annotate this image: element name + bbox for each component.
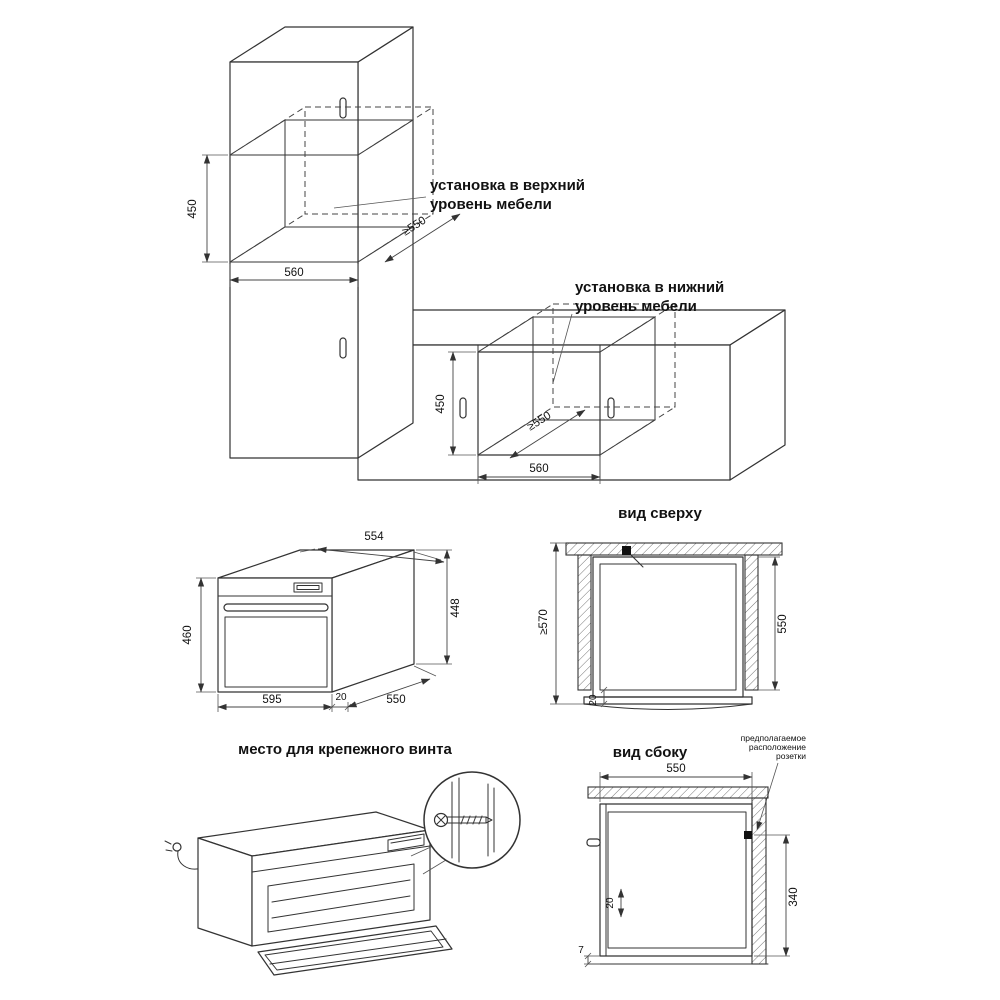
dimension-side-socket: 340 — [754, 834, 800, 957]
dim-upper-height: 450 — [187, 199, 199, 218]
upper-label: установка в верхний уровень мебели — [333, 177, 585, 213]
socket-note-line3: розетки — [776, 751, 806, 761]
screw-detail-circle — [423, 771, 521, 869]
dimension-upper-height: 450 — [187, 154, 228, 263]
dim-oven-door: 20 — [335, 692, 347, 703]
dimension-oven-top: 554 — [299, 531, 445, 565]
dimension-topview-depth: 550 — [758, 556, 789, 691]
side-view-figure: вид сбоку предполагаемое расположение ро… — [578, 733, 807, 968]
dim-topview-depth: 550 — [777, 614, 789, 633]
dim-oven-height-back: 448 — [450, 598, 462, 617]
base-cabinet-run — [357, 303, 786, 481]
back-wall — [565, 542, 783, 556]
upper-install-label-line1: установка в верхний — [430, 177, 585, 194]
screw-location-figure: место для крепежного винта — [164, 741, 521, 976]
oven-dimensions-figure: 554 448 460 595 20 — [182, 531, 462, 712]
dimension-topview-niche-depth: ≥570 — [538, 542, 584, 705]
dimension-lower-width: 560 — [477, 457, 601, 484]
oven-cavity — [267, 863, 415, 933]
open-door — [257, 925, 453, 976]
oven-display — [387, 833, 425, 852]
dimension-upper-width: 560 — [229, 264, 359, 287]
door-handle — [339, 337, 347, 359]
top-view-title: вид сверху — [618, 505, 702, 522]
door-handle — [607, 397, 615, 419]
power-cord-position — [622, 546, 644, 568]
socket-note-line2: расположение — [749, 742, 806, 752]
lower-install-label-line1: установка в нижний — [575, 279, 724, 296]
dim-topview-niche-depth: ≥570 — [538, 609, 550, 635]
oven-display — [293, 582, 323, 593]
mounting-screw-icon — [433, 812, 493, 828]
oven-top-outline — [592, 556, 744, 698]
socket-marker — [744, 831, 752, 839]
top-view-figure: вид сверху ≥570 550 — [538, 505, 789, 710]
detail-leader-lines — [410, 845, 447, 875]
lower-label: установка в нижний уровень мебели — [552, 279, 724, 384]
lower-install-label-line2: уровень мебели — [575, 298, 697, 315]
dimension-topview-front: 20 — [588, 686, 608, 708]
door-handle — [459, 397, 467, 419]
tall-cabinet — [229, 26, 434, 459]
dim-oven-top: 554 — [364, 531, 384, 543]
dimension-side-depth: 550 — [599, 763, 753, 802]
oven-perspective — [197, 811, 453, 976]
dim-oven-depth: 550 — [386, 694, 405, 706]
socket-note: предполагаемое расположение розетки — [741, 733, 807, 831]
door-handle-side — [586, 838, 601, 847]
dim-upper-width: 560 — [284, 267, 303, 279]
dim-side-socket: 340 — [788, 887, 800, 906]
dim-lower-height: 450 — [435, 394, 447, 413]
countertop — [587, 786, 769, 799]
right-side-panel — [744, 554, 759, 691]
oven-door-top-view — [583, 696, 753, 710]
left-side-panel — [577, 554, 592, 691]
back-wall-side — [751, 797, 767, 965]
door-handle — [339, 97, 347, 119]
dim-side-front: 20 — [605, 897, 616, 909]
dim-side-depth: 550 — [666, 763, 685, 775]
dimension-side-front: 20 — [605, 888, 625, 918]
dim-oven-height-front: 460 — [182, 625, 194, 644]
furniture-installation-figure: 450 560 ≥550 установка в верхний уровень… — [187, 26, 786, 484]
side-view-title: вид сбоку — [613, 744, 688, 761]
dim-lower-width: 560 — [529, 463, 548, 475]
dimension-oven-height-front: 460 — [182, 577, 216, 693]
upper-install-label-line2: уровень мебели — [430, 196, 552, 213]
dimension-lower-height: 450 — [435, 351, 476, 456]
dim-side-bottom: 7 — [578, 945, 584, 956]
dimension-side-bottom: 7 — [578, 945, 600, 968]
socket-note-line1: предполагаемое — [741, 733, 807, 743]
screw-title: место для крепежного винта — [238, 741, 452, 758]
oven-handle — [223, 603, 329, 612]
dim-topview-front: 20 — [588, 694, 599, 706]
oven-side-outline — [586, 803, 753, 957]
dimension-oven-depth: 550 — [347, 665, 437, 708]
dimension-oven-height-back: 448 — [416, 549, 462, 665]
power-cord — [164, 840, 203, 870]
dim-oven-width: 595 — [262, 694, 281, 706]
dimension-oven-width: 595 — [217, 694, 349, 712]
